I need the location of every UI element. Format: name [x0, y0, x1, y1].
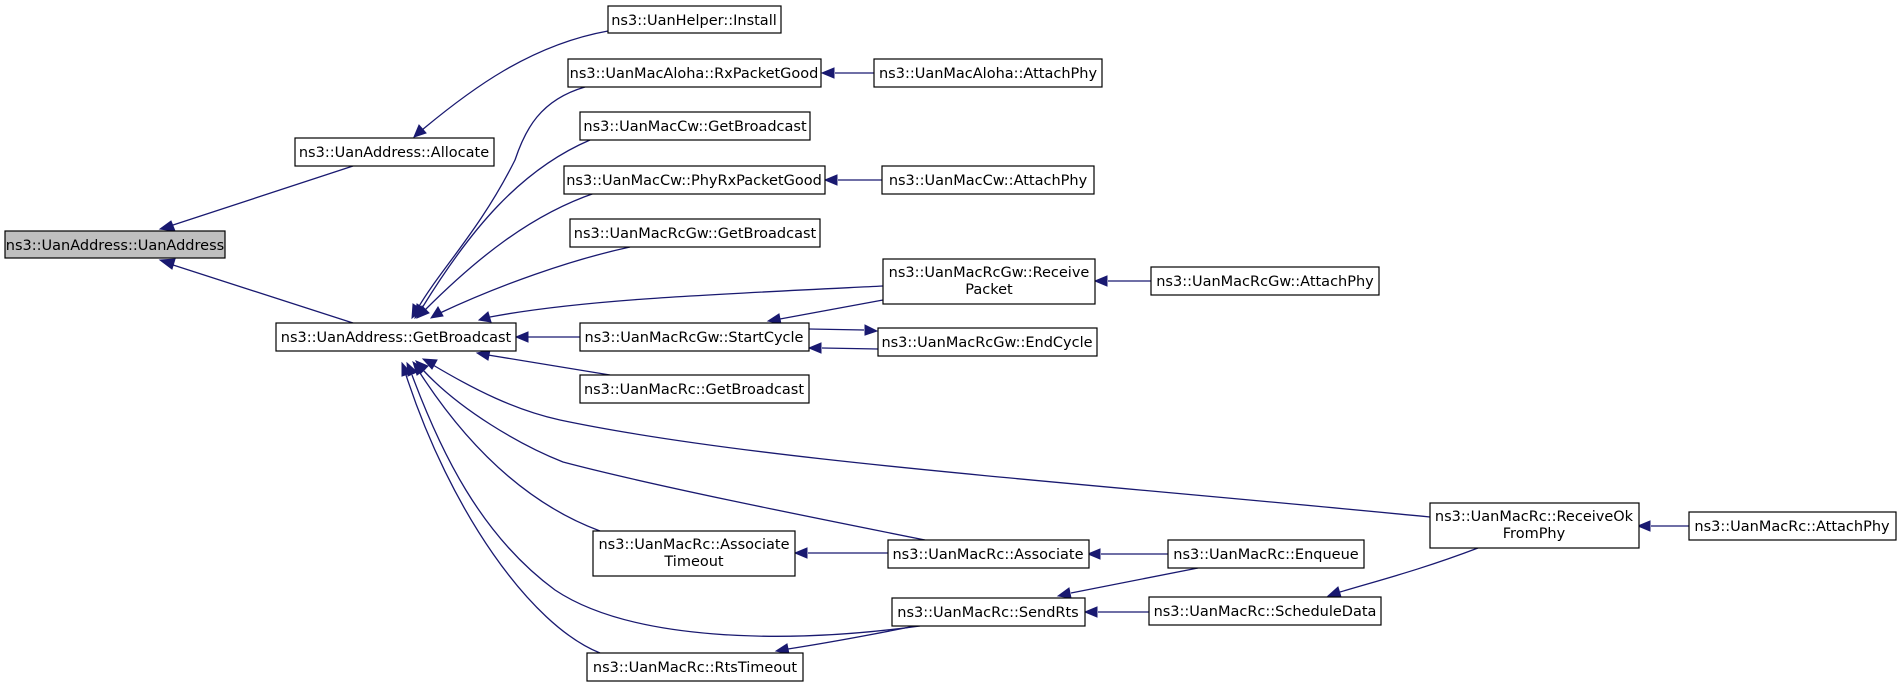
- edge-phyrxpacketgood-to-getbroadcast: [416, 192, 596, 319]
- node-label: ns3::UanMacRcGw::Receive: [889, 265, 1090, 281]
- node-uanmacrc-rtstimeout[interactable]: ns3::UanMacRc::RtsTimeout: [586, 652, 804, 682]
- node-uanmacrc-scheduledata[interactable]: ns3::UanMacRc::ScheduleData: [1148, 596, 1382, 626]
- node-uanmacaloha-rxpacketgood[interactable]: ns3::UanMacAloha::RxPacketGood: [567, 58, 822, 88]
- node-uanmacrc-enqueue[interactable]: ns3::UanMacRc::Enqueue: [1167, 539, 1365, 569]
- edge-receivepacket-to-getbroadcast: [477, 285, 884, 323]
- edge-sendrts-to-rtstimeout: [774, 625, 916, 655]
- edge-receiveokfromphy-to-getbroadcast: [421, 358, 1431, 518]
- node-label: ns3::UanMacCw::GetBroadcast: [583, 119, 807, 135]
- node-uanmacrc-associate[interactable]: ns3::UanMacRc::Associate: [887, 539, 1090, 569]
- edge-rc-getbroadcast-to-getbroadcast: [475, 349, 611, 376]
- node-label: ns3::UanMacRc::Associate: [598, 537, 789, 553]
- node-uanmacrcgw-receivepacket[interactable]: ns3::UanMacRcGw::Receive Packet: [882, 258, 1096, 305]
- node-label: ns3::UanMacRc::ScheduleData: [1154, 604, 1377, 620]
- edge-associate-to-associatetimeout: [793, 547, 888, 559]
- edge-install-to-allocate: [413, 30, 609, 138]
- edge-rc-attachphy-to-receiveokfromphy: [1636, 520, 1689, 532]
- edge-receivepacket-to-startcycle: [766, 299, 884, 325]
- node-label: ns3::UanMacRcGw::AttachPhy: [1156, 274, 1374, 290]
- node-uanaddress-getbroadcast[interactable]: ns3::UanAddress::GetBroadcast: [275, 322, 517, 352]
- node-label: ns3::UanMacRc::AttachPhy: [1694, 519, 1890, 535]
- node-uanaddress-allocate[interactable]: ns3::UanAddress::Allocate: [294, 137, 495, 167]
- graph-nodes: ns3::UanAddress::UanAddress ns3::UanAddr…: [4, 5, 1897, 682]
- node-uanmacrcgw-endcycle[interactable]: ns3::UanMacRcGw::EndCycle: [877, 327, 1098, 357]
- edge-sendrts-to-getbroadcast: [406, 361, 921, 637]
- node-label-line-2: Packet: [965, 282, 1013, 298]
- node-label: ns3::UanAddress::GetBroadcast: [281, 330, 512, 346]
- node-label: ns3::UanMacRcGw::GetBroadcast: [574, 226, 817, 242]
- node-label: ns3::UanMacRc::RtsTimeout: [593, 660, 797, 676]
- node-uanmacrcgw-startcycle[interactable]: ns3::UanMacRcGw::StartCycle: [579, 322, 810, 352]
- edge-getbroadcast-to-uanaddress: [158, 258, 354, 324]
- node-label-line-2: FromPhy: [1503, 526, 1566, 542]
- node-label: ns3::UanMacRc::SendRts: [897, 605, 1078, 621]
- graph-edges: [158, 30, 1689, 655]
- node-label: ns3::UanMacAloha::AttachPhy: [879, 66, 1097, 82]
- node-label: ns3::UanAddress::UanAddress: [6, 238, 224, 254]
- edge-aloha-attachphy-to-rxpacketgood: [820, 67, 874, 79]
- node-uanmaccw-phyrxpacketgood[interactable]: ns3::UanMacCw::PhyRxPacketGood: [563, 165, 826, 195]
- edge-enqueue-to-associate: [1086, 548, 1168, 560]
- node-label: ns3::UanMacRc::Associate: [892, 547, 1083, 563]
- node-uanmacrc-associatetimeout[interactable]: ns3::UanMacRc::Associate Timeout: [592, 530, 796, 577]
- node-label: ns3::UanMacRcGw::StartCycle: [585, 330, 804, 346]
- node-uanmacrc-sendrts[interactable]: ns3::UanMacRc::SendRts: [891, 597, 1086, 627]
- node-label: ns3::UanAddress::Allocate: [299, 145, 489, 161]
- node-uanmacrc-getbroadcast[interactable]: ns3::UanMacRc::GetBroadcast: [579, 374, 810, 404]
- node-label: ns3::UanMacCw::PhyRxPacketGood: [566, 173, 822, 189]
- node-uanmacrc-receiveokfromphy[interactable]: ns3::UanMacRc::ReceiveOk FromPhy: [1429, 502, 1640, 549]
- edge-rcgw-attachphy-to-receivepacket: [1093, 275, 1151, 287]
- edge-cw-attachphy-to-phyrxpacketgood: [823, 174, 882, 186]
- node-label: ns3::UanMacCw::AttachPhy: [889, 173, 1088, 189]
- node-label: ns3::UanMacRc::ReceiveOk: [1435, 509, 1634, 525]
- node-uanmaccw-getbroadcast[interactable]: ns3::UanMacCw::GetBroadcast: [579, 111, 811, 141]
- node-uanmaccw-attachphy[interactable]: ns3::UanMacCw::AttachPhy: [881, 165, 1095, 195]
- node-label: ns3::UanMacRc::Enqueue: [1173, 547, 1358, 563]
- node-uanaddress-uanaddress: ns3::UanAddress::UanAddress: [4, 230, 226, 259]
- node-uanmacrcgw-attachphy[interactable]: ns3::UanMacRcGw::AttachPhy: [1150, 266, 1380, 296]
- node-uanmacrc-attachphy[interactable]: ns3::UanMacRc::AttachPhy: [1688, 511, 1897, 541]
- node-label: ns3::UanHelper::Install: [611, 13, 777, 29]
- edge-enqueue-to-sendrts: [1056, 567, 1199, 599]
- node-uanmacaloha-attachphy[interactable]: ns3::UanMacAloha::AttachPhy: [873, 58, 1103, 88]
- node-label-line-2: Timeout: [663, 554, 724, 570]
- node-label: ns3::UanMacRc::GetBroadcast: [584, 382, 804, 398]
- edge-rcgw-getbroadcast-to-getbroadcast: [429, 246, 631, 319]
- node-label: ns3::UanMacAloha::RxPacketGood: [570, 66, 819, 82]
- edge-startcycle-to-getbroadcast: [514, 331, 580, 343]
- edge-scheduledata-to-sendrts: [1083, 606, 1149, 618]
- edge-endcycle-to-startcycle: [807, 342, 879, 354]
- node-uanhelper-install[interactable]: ns3::UanHelper::Install: [607, 5, 782, 34]
- edge-startcycle-to-endcycle: [808, 324, 879, 336]
- node-uanmacrcgw-getbroadcast[interactable]: ns3::UanMacRcGw::GetBroadcast: [569, 218, 821, 248]
- node-label: ns3::UanMacRcGw::EndCycle: [881, 335, 1092, 351]
- edge-rtstimeout-to-getbroadcast: [401, 361, 601, 654]
- edge-allocate-to-uanaddress: [158, 165, 354, 232]
